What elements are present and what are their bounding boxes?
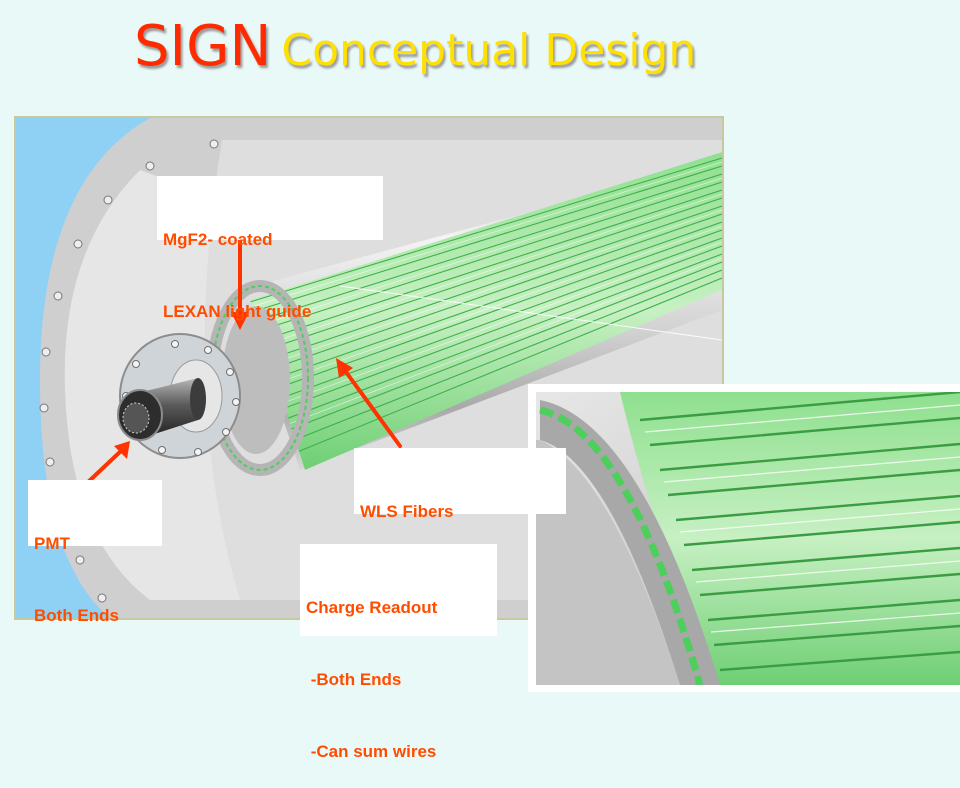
inset-green-segments (539, 406, 704, 685)
cylinder-bore (222, 306, 290, 454)
wls-fibers-label-line-1: WLS Fibers (360, 502, 454, 521)
wls-fibers (250, 152, 722, 470)
vessel-rim-bolts (39, 139, 219, 603)
wls-fibers-label: WLS Fibers Coated With TPB (354, 448, 566, 593)
light-guide-label-line-1: MgF2- coated (163, 230, 273, 249)
pmt-label-line-2: Both Ends (34, 606, 119, 625)
inset-fiber-lines (639, 392, 960, 672)
arrow-pmt (84, 448, 124, 486)
annotation-arrows (84, 226, 402, 486)
inset-bore (536, 440, 680, 685)
charge-readout-label-line-1: Charge Readout (306, 598, 438, 617)
pmt-label: PMT Both Ends (28, 480, 162, 625)
charge-readout-label: Charge Readout -Both Ends -Can sum wires (300, 544, 497, 761)
charge-readout-label-line-2: -Both Ends (306, 670, 402, 689)
light-guide-label-line-2: LEXAN light guide (163, 302, 312, 321)
zoom-guide-line (339, 285, 722, 341)
title-sign: SIGN (134, 14, 272, 79)
pmt-assembly (117, 378, 206, 441)
zoom-inset (528, 384, 960, 692)
charge-readout-label-line-3: -Can sum wires (306, 742, 437, 761)
title-conceptual-design: Conceptual Design (281, 25, 697, 76)
light-guide-label: MgF2- coated LEXAN light guide (157, 176, 383, 321)
detector-rendering (14, 116, 960, 692)
arrow-wls-fibers (344, 370, 402, 448)
pmt-label-line-1: PMT (34, 534, 70, 553)
